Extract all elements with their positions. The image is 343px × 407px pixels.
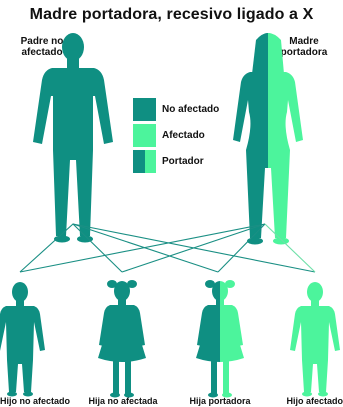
legend-label-affected: Afectado bbox=[162, 130, 205, 141]
child-son-affected bbox=[290, 282, 340, 397]
child-daughter-carrier bbox=[196, 280, 244, 398]
legend-swatch-affected bbox=[133, 124, 156, 147]
legend-label-carrier: Portador bbox=[162, 156, 204, 167]
child-son-unaffected bbox=[0, 282, 45, 397]
mother-figure bbox=[233, 33, 303, 245]
inheritance-lines bbox=[20, 224, 315, 272]
legend bbox=[133, 98, 156, 173]
legend-swatch-unaffected bbox=[133, 98, 156, 121]
child-daughter-unaffected bbox=[98, 280, 146, 398]
legend-swatch-carrier bbox=[133, 150, 156, 173]
legend-label-unaffected: No afectado bbox=[162, 104, 219, 115]
father-figure bbox=[33, 33, 113, 243]
